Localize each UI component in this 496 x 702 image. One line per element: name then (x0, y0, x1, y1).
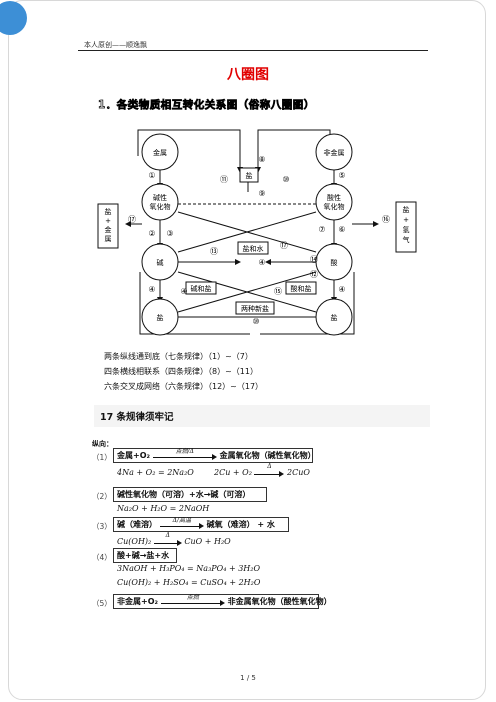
arrow-icon: 点燃/Δ (152, 448, 217, 460)
rule-3-left: 碱（难溶） (117, 520, 157, 529)
side-left-1: 盐 (105, 207, 112, 216)
num-10: ⑩ (282, 175, 289, 184)
conversion-diagram: 金属 非金属 碱性 氧化物 酸性 氧化物 碱 酸 盐 盐 盐 盐和水 碱和盐 酸… (97, 129, 417, 336)
axis-label: 纵向： (92, 440, 113, 448)
num-13: ⑬ (210, 247, 218, 256)
node-basic-oxide-2: 氧化物 (150, 202, 171, 211)
equation-3-condition: Δ (165, 532, 170, 539)
rule-3-condition: Δ/高温 (172, 516, 191, 524)
page-header: 本人原创——顺逸飘 (84, 41, 147, 49)
node-base: 碱 (157, 259, 164, 267)
arrow-icon: Δ/高温 (159, 517, 204, 529)
node-salt-right: 盐 (331, 313, 338, 322)
rule-5-right: 非金属氧化物（酸性氧化物） (227, 597, 332, 606)
equation-1b-right: 2CuO (287, 468, 310, 477)
arrow-icon: Δ (254, 463, 285, 477)
node-metal: 金属 (153, 148, 167, 157)
equation-3-left: Cu(OH)₂ (117, 537, 152, 546)
metal-to-salt-line (137, 129, 243, 173)
rule-box-5: 非金属+O₂ 点燃 非金属氧化物（酸性氧化物） (113, 594, 332, 609)
side-left-2: + (105, 217, 111, 225)
num-3: ③ (166, 229, 173, 238)
rule-line-3: 六条交叉成网络（六条规律）（12）~（17） (104, 382, 264, 391)
node-acid: 酸 (331, 258, 338, 267)
equation-3: Cu(OH)₂ Δ CuO + H₂O (117, 532, 231, 546)
equation-3-right: CuO + H₂O (184, 537, 231, 546)
num-4: ④ (148, 285, 155, 294)
side-left-4: 属 (105, 235, 112, 243)
rule-line-2: 四条横线相联系（四条规律）（8）~（11） (104, 367, 258, 376)
rule-box-3: 碱（难溶） Δ/高温 碱氧（难溶） + 水 (113, 517, 289, 532)
num-17: ⑰ (280, 241, 288, 250)
num-4d: ④ (180, 287, 187, 296)
side-right-3: 氢 (403, 225, 410, 234)
rule-box-1: 金属+O₂ 点燃/Δ 金属氧化物（碱性氧化物） (113, 448, 316, 463)
side-right-1: 盐 (403, 205, 410, 214)
node-basic-oxide-1: 碱性 (153, 193, 167, 202)
num-5: ⑤ (338, 171, 345, 180)
node-salt-left: 盐 (157, 313, 164, 322)
rule-5-left: 非金属+O₂ (117, 597, 159, 606)
num-4c: ④ (258, 258, 265, 267)
equation-2: Na₂O + H₂O = 2NaOH (117, 504, 210, 513)
equation-1b-left: 2Cu + O₂ (214, 468, 252, 477)
rule-box-4: 酸+碱→盐+水 (113, 548, 177, 563)
header-rule (78, 50, 428, 51)
diagram-heading: 1．各类物质相互转化关系图（俗称八圈图） (98, 99, 315, 112)
box-two-new-salts: 两种新盐 (241, 304, 269, 313)
side-left-3: 金 (105, 225, 112, 234)
arrow-icon: Δ (153, 532, 182, 546)
num-9: ⑨ (258, 189, 265, 198)
num-6: ⑥ (338, 225, 345, 234)
num-4b: ④ (338, 285, 345, 294)
equation-1a: 4Na + O₂ = 2Na₂O (117, 468, 194, 477)
num-15: ⑮ (274, 287, 282, 296)
num-7: ⑦ (318, 225, 325, 234)
item-number: （3） (92, 522, 112, 531)
side-right-4: 气 (403, 235, 410, 244)
node-acidic-oxide-2: 氧化物 (324, 202, 345, 211)
equation-4a: 3NaOH + H₃PO₄ = Na₃PO₄ + 3H₂O (117, 564, 261, 573)
num-10b: ⑩ (252, 317, 259, 326)
box-acid-and-salt: 酸和盐 (291, 284, 312, 293)
item-number: （1） (92, 453, 112, 462)
rule-box-2: 碱性氧化物（可溶）+水→碱（可溶） (113, 487, 267, 502)
rule-5-condition: 点燃 (186, 593, 199, 601)
node-nonmetal: 非金属 (324, 148, 345, 157)
page-number: 1 / 5 (240, 674, 256, 682)
box-base-and-salt: 碱和盐 (191, 284, 212, 293)
rule-1-left: 金属+O₂ (117, 451, 151, 460)
corner-tab-marker (0, 1, 27, 35)
document-page (0, 0, 486, 700)
num-12: ⑫ (310, 270, 318, 279)
item-number: （2） (92, 492, 112, 501)
num-17b: ⑰ (128, 215, 136, 224)
section-title: 17 条规律须牢记 (100, 412, 174, 423)
rule-3-right: 碱氧（难溶） + 水 (206, 520, 275, 529)
num-14: ⑭ (310, 255, 318, 264)
rule-1-condition: 点燃/Δ (175, 447, 194, 455)
side-right-2: + (403, 216, 409, 224)
page-title: 八圈图 (227, 67, 269, 83)
num-8: ⑧ (258, 155, 265, 164)
item-number: （5） (92, 599, 112, 608)
equation-1b-condition: Δ (267, 463, 272, 470)
equation-4b: Cu(OH)₂ + H₂SO₄ = CuSO₄ + 2H₂O (117, 578, 261, 587)
num-2: ② (148, 229, 155, 238)
arrow-icon: 点燃 (160, 594, 225, 606)
rule-line-1: 两条纵线通到底（七条规律）（1）~（7） (104, 352, 253, 361)
equation-1b: 2Cu + O₂ Δ 2CuO (214, 463, 310, 477)
num-1: ① (148, 171, 155, 180)
num-11: ⑪ (220, 175, 228, 184)
node-acidic-oxide-1: 酸性 (327, 193, 341, 202)
section-header: 17 条规律须牢记 (94, 405, 430, 427)
num-16: ⑯ (382, 215, 390, 224)
box-salt-and-water: 盐和水 (243, 244, 264, 253)
rule-1-right: 金属氧化物（碱性氧化物） (219, 451, 316, 460)
box-salt: 盐 (246, 171, 253, 180)
item-number: （4） (92, 553, 112, 562)
